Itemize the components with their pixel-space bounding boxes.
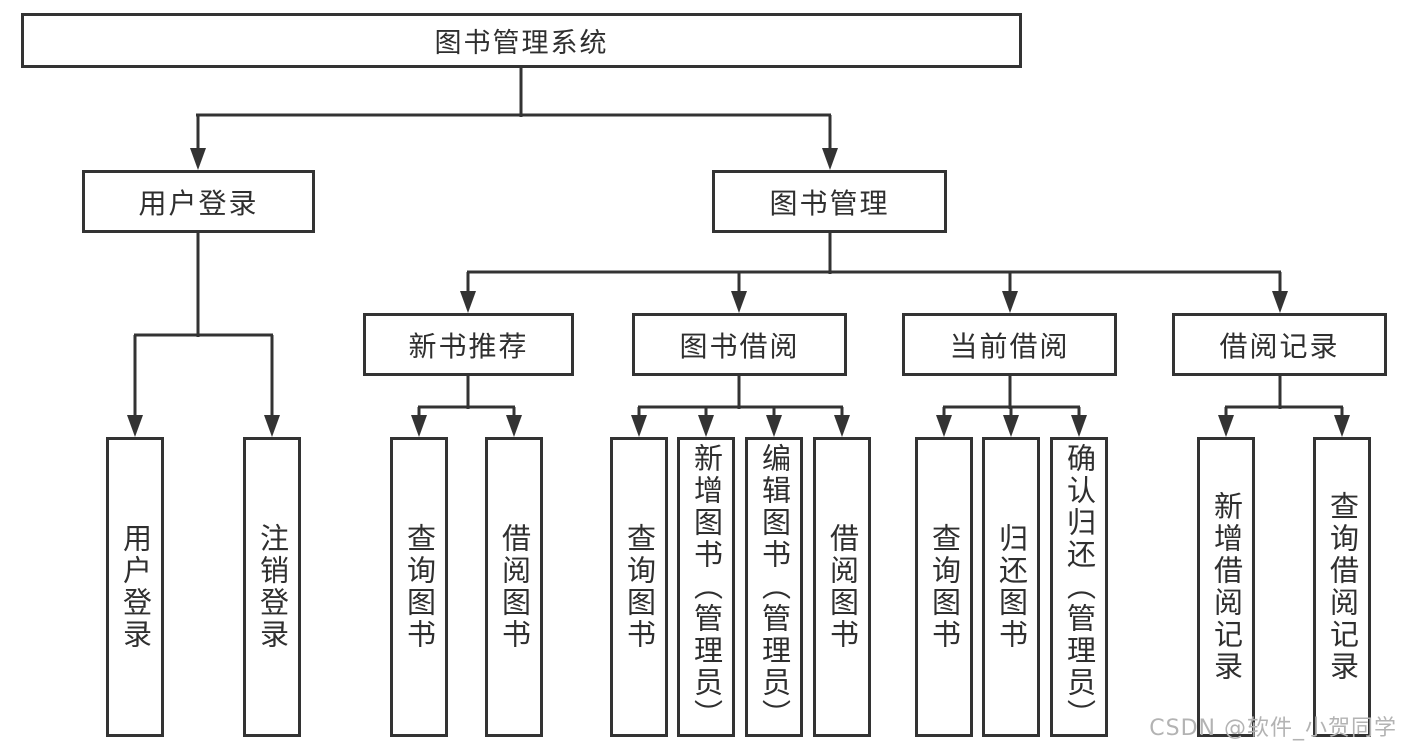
leaf-query-book-3-label: 查询图书 xyxy=(927,523,962,651)
leaf-query-borrow-record-label: 查询借阅记录 xyxy=(1325,491,1360,683)
arrow-down-icon xyxy=(1002,291,1018,313)
leaf-borrow-book-2-label: 借阅图书 xyxy=(825,523,860,651)
leaf-user-login-label: 用户登录 xyxy=(118,523,153,651)
csdn-watermark: CSDN @软件_小贺同学 xyxy=(1149,716,1397,741)
connector-mgmt-to-level2 xyxy=(466,233,1282,294)
leaf-return-book-label: 归还图书 xyxy=(994,523,1029,651)
leaf-query-book-3: 查询图书 xyxy=(915,437,973,737)
node-book-management-label: 图书管理 xyxy=(769,186,890,220)
node-root: 图书管理系统 xyxy=(21,13,1022,68)
node-current-borrow: 当前借阅 xyxy=(902,313,1117,376)
node-user-login: 用户登录 xyxy=(82,170,315,233)
arrow-down-icon xyxy=(834,415,850,437)
leaf-query-borrow-record: 查询借阅记录 xyxy=(1313,437,1371,737)
leaf-user-login: 用户登录 xyxy=(106,437,164,737)
leaf-edit-book-admin: 编辑图书（管理员） xyxy=(745,437,803,737)
arrow-down-icon xyxy=(411,415,427,437)
leaf-query-book-2-label: 查询图书 xyxy=(622,523,657,651)
arrow-down-icon xyxy=(822,148,838,170)
connector-borrow-to-leaves xyxy=(637,376,844,419)
node-root-label: 图书管理系统 xyxy=(434,28,609,59)
leaf-confirm-return-admin-label: 确认归还（管理员） xyxy=(1062,443,1097,731)
leaf-borrow-book-1: 借阅图书 xyxy=(485,437,543,737)
leaf-borrow-book-2: 借阅图书 xyxy=(813,437,871,737)
leaf-return-book: 归还图书 xyxy=(982,437,1040,737)
arrow-down-icon xyxy=(1272,291,1288,313)
node-new-book-recommend-label: 新书推荐 xyxy=(408,329,529,363)
connector-paths xyxy=(133,68,1344,419)
connector-record-to-leaves xyxy=(1224,376,1344,419)
connector-current-to-leaves xyxy=(942,376,1081,419)
leaf-logout-label: 注销登录 xyxy=(255,523,290,651)
leaf-edit-book-admin-label: 编辑图书（管理员） xyxy=(757,443,792,731)
node-user-login-label: 用户登录 xyxy=(138,186,259,220)
connector-newbook-to-leaves xyxy=(417,376,516,419)
leaf-add-borrow-record: 新增借阅记录 xyxy=(1197,437,1255,737)
leaf-borrow-book-1-label: 借阅图书 xyxy=(497,523,532,651)
leaf-query-book-1: 查询图书 xyxy=(390,437,448,737)
node-borrow-record: 借阅记录 xyxy=(1172,313,1387,376)
node-current-borrow-label: 当前借阅 xyxy=(949,329,1070,363)
leaf-add-borrow-record-label: 新增借阅记录 xyxy=(1209,491,1244,683)
leaf-query-book-1-label: 查询图书 xyxy=(402,523,437,651)
arrow-down-icon xyxy=(766,415,782,437)
leaf-add-book-admin: 新增图书（管理员） xyxy=(677,437,735,737)
arrow-down-icon xyxy=(264,415,280,437)
node-book-borrow-label: 图书借阅 xyxy=(679,329,800,363)
arrowheads xyxy=(127,148,1350,437)
leaf-query-book-2: 查询图书 xyxy=(610,437,668,737)
arrow-down-icon xyxy=(731,291,747,313)
arrow-down-icon xyxy=(1334,415,1350,437)
node-book-management: 图书管理 xyxy=(712,170,947,233)
arrow-down-icon xyxy=(460,291,476,313)
arrow-down-icon xyxy=(698,415,714,437)
node-new-book-recommend: 新书推荐 xyxy=(363,313,574,376)
connector-root-to-level1 xyxy=(196,68,832,151)
node-borrow-record-label: 借阅记录 xyxy=(1219,329,1340,363)
node-book-borrow: 图书借阅 xyxy=(632,313,847,376)
arrow-down-icon xyxy=(506,415,522,437)
arrow-down-icon xyxy=(1003,415,1019,437)
arrow-down-icon xyxy=(1218,415,1234,437)
leaf-add-book-admin-label: 新增图书（管理员） xyxy=(689,443,724,731)
connector-login-to-leaves xyxy=(133,233,274,418)
arrow-down-icon xyxy=(190,148,206,170)
leaf-confirm-return-admin: 确认归还（管理员） xyxy=(1050,437,1108,737)
arrow-down-icon xyxy=(127,415,143,437)
arrow-down-icon xyxy=(936,415,952,437)
arrow-down-icon xyxy=(1071,415,1087,437)
leaf-logout: 注销登录 xyxy=(243,437,301,737)
arrow-down-icon xyxy=(631,415,647,437)
